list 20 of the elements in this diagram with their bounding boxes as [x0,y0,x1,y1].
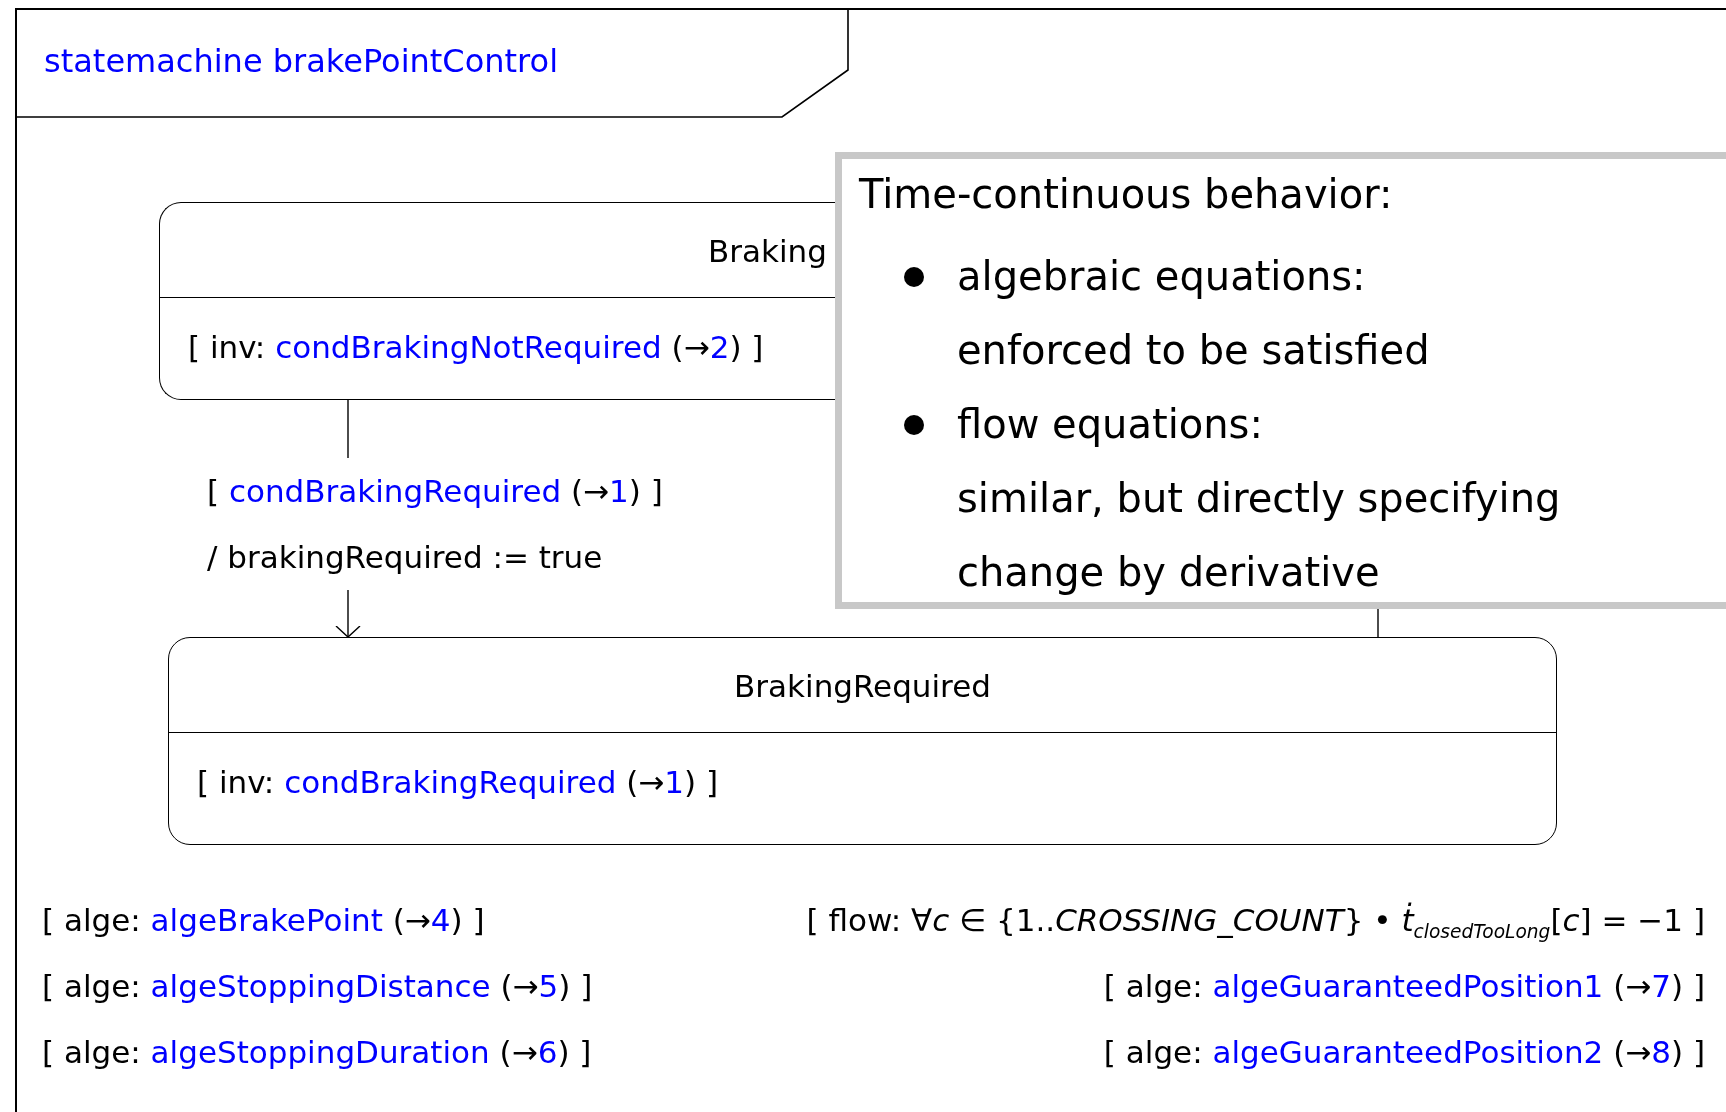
equation-text: [ alge: algeStoppingDuration (→6) ] [42,1034,592,1070]
invariant-text: [ inv: condBrakingNotRequired (→2) ] [188,329,764,365]
equation-text: [ alge: algeStoppingDistance (→5) ] [42,968,593,1004]
equation-text: [ alge: algeGuaranteedPosition2 (→8) ] [1103,1034,1705,1070]
equation-text: [ alge: algeGuaranteedPosition1 (→7) ] [1103,968,1705,1004]
bullet-heading: algebraic equations: [957,252,1367,301]
state-name: BrakingRequired [733,668,992,704]
state-name: Braking [708,233,827,269]
bullet-text: enforced to be satisfied [957,326,1431,375]
bullet-text: similar, but directly specifying change by derivative [957,474,1562,597]
state-box [159,202,835,400]
note-heading: Time-continuous behavior: [859,171,1393,217]
bullet-heading: flow equations: [957,400,1264,449]
state-box [168,637,1557,845]
state-machine-frame [15,8,1726,1112]
equation-text: [ alge: algeBrakePoint (→4) ] [42,902,485,938]
invariant-text: [ inv: condBrakingRequired (→1) ] [197,764,719,800]
frame-title: statemachine brakePointControl [44,42,559,80]
equation-text: [ flow: ∀c ∈ {1..CROSSING_COUNT} • ṫ$_{closedTooLong}$[c] = −1 ] [806,902,1705,943]
note-callout [835,152,1726,609]
